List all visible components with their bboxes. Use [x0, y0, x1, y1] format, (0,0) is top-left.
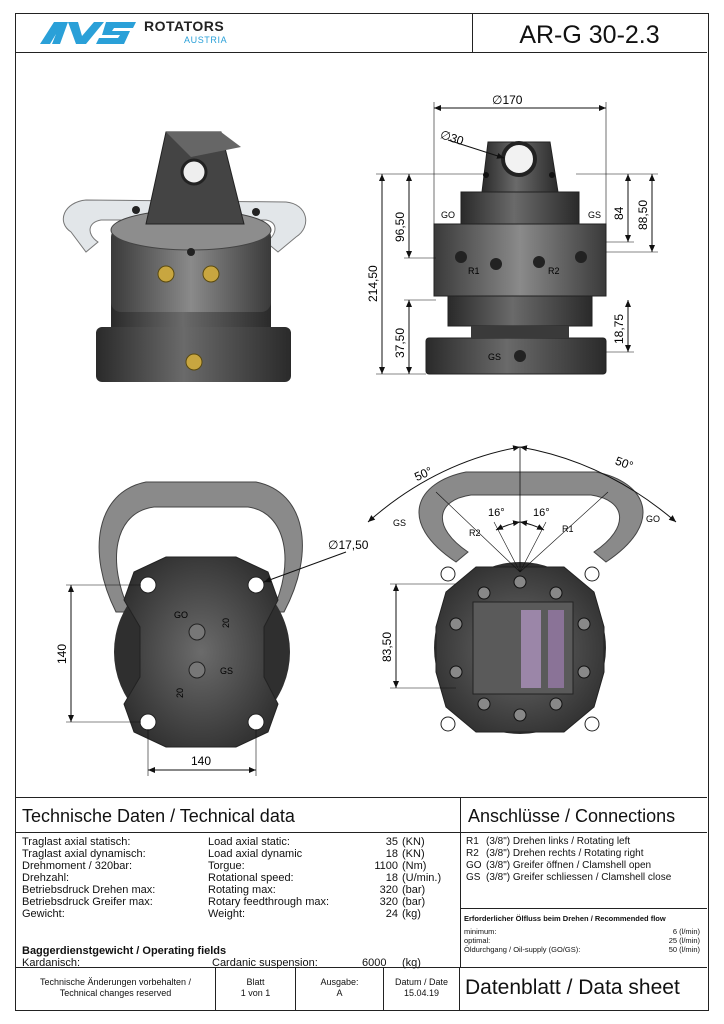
- connections-title: Anschlüsse / Connections: [468, 806, 676, 826]
- dim-bore-diameter: ∅30: [438, 127, 465, 148]
- dim-offset-20b: 20: [175, 688, 185, 698]
- dim-outer-diameter: ∅170: [492, 93, 523, 107]
- spec-row: Betriebsdruck Greifer max: Rotary feedth…: [22, 896, 426, 908]
- port-go-label: GO: [441, 210, 455, 220]
- divider: [460, 832, 707, 833]
- divider: [16, 832, 460, 833]
- angle-16-left: 16°: [488, 507, 505, 519]
- port-go-label: GO: [646, 514, 660, 524]
- technical-data-title: Technische Daten / Technical data: [22, 806, 295, 826]
- dim-height-88: 88,50: [636, 200, 650, 230]
- flow-title: Erforderlicher Ölfluss beim Drehen / Rec…: [464, 914, 666, 923]
- iso-view: [62, 131, 307, 382]
- port-r2-label: R2: [469, 528, 481, 538]
- dim-height-total: 214,50: [366, 265, 380, 302]
- port-gs-label: GS: [220, 666, 233, 676]
- connections-section: Anschlüsse / Connections R1(3/8") Drehen…: [460, 797, 707, 968]
- port-gs-label: GS: [588, 210, 601, 220]
- flow-row: minimum: 6 (l/min): [464, 927, 700, 936]
- datasheet-frame: ROTATORS AUSTRIA AR-G 30-2.3: [15, 13, 709, 1011]
- spec-row: Drehzahl: Rotational speed: 18 (U/min.): [22, 872, 442, 884]
- connection-row: R2(3/8") Drehen rechts / Rotating right: [466, 848, 644, 859]
- bottom-view: [66, 481, 347, 776]
- recommended-flow-box: Erforderlicher Ölfluss beim Drehen / Rec…: [460, 908, 707, 969]
- dim-height-18: 18,75: [612, 314, 626, 344]
- port-r1-label: R1: [562, 524, 574, 534]
- technical-drawing: ∅170 ∅30 96,50 214,50 37,50 84 88,50 18,…: [55, 93, 677, 776]
- flow-row: optimal: 25 (l/min): [464, 936, 700, 945]
- port-gs-label: GS: [393, 518, 406, 528]
- spec-row: Gewicht: Weight: 24 (kg): [22, 908, 421, 920]
- angle-50-right: 50°: [613, 454, 635, 473]
- dim-height-96: 96,50: [393, 212, 407, 242]
- dim-width-140-vertical: 140: [55, 644, 69, 664]
- spec-row: Drehmoment / 320bar: Torgue: 1100 (Nm): [22, 860, 427, 872]
- sheet-cell: Blatt 1 von 1: [216, 968, 296, 1010]
- port-r2-label: R2: [548, 266, 560, 276]
- angle-50-left: 50°: [412, 464, 434, 484]
- connection-row: GS(3/8") Greifer schliessen / Clamshell …: [466, 872, 672, 883]
- spec-row: Traglast axial dynamisch: Load axial dyn…: [22, 848, 425, 860]
- spec-row: Betriebsdruck Drehen max: Rotating max: …: [22, 884, 426, 896]
- logo-area: ROTATORS AUSTRIA: [16, 14, 473, 52]
- connection-row: GO(3/8") Greifer öffnen / Clamshell open: [466, 860, 652, 871]
- header: ROTATORS AUSTRIA AR-G 30-2.3: [16, 14, 707, 53]
- operating-fields-title: Baggerdienstgewicht / Operating fields: [22, 945, 227, 957]
- spec-row: Traglast axial statisch: Load axial stat…: [22, 836, 425, 848]
- brand-subtitle: AUSTRIA: [184, 35, 228, 45]
- datasheet-label: Datenblatt / Data sheet: [465, 976, 680, 999]
- dim-width-140-horizontal: 140: [191, 754, 211, 768]
- top-view: [367, 445, 677, 734]
- model-number: AR-G 30-2.3: [519, 21, 660, 49]
- dim-offset-20a: 20: [221, 618, 231, 628]
- avs-logo-icon: [40, 22, 136, 44]
- dim-height-84: 84: [612, 206, 626, 220]
- front-view: [376, 102, 658, 375]
- date-cell: Datum / Date 15.04.19: [384, 968, 460, 1010]
- dim-height-37: 37,50: [393, 328, 407, 358]
- dim-height-83: 83,50: [380, 632, 394, 662]
- footer: Technische Änderungen vorbehalten / Tech…: [16, 967, 707, 1010]
- edition-cell: Ausgabe: A: [296, 968, 384, 1010]
- connection-row: R1(3/8") Drehen links / Rotating left: [466, 836, 631, 847]
- port-gs-base-label: GS: [488, 352, 501, 362]
- changes-note: Technische Änderungen vorbehalten / Tech…: [16, 968, 216, 1010]
- port-go-label: GO: [174, 610, 188, 620]
- port-r1-label: R1: [468, 266, 480, 276]
- angle-16-right: 16°: [533, 507, 550, 519]
- brand-name: ROTATORS: [144, 18, 225, 34]
- technical-data-section: Technische Daten / Technical data Tragla…: [16, 797, 461, 969]
- dim-hole-diameter: ∅17,50: [328, 538, 369, 552]
- flow-row: Öldurchgang / Oil-supply (GO/GS): 50 (l/…: [464, 945, 700, 954]
